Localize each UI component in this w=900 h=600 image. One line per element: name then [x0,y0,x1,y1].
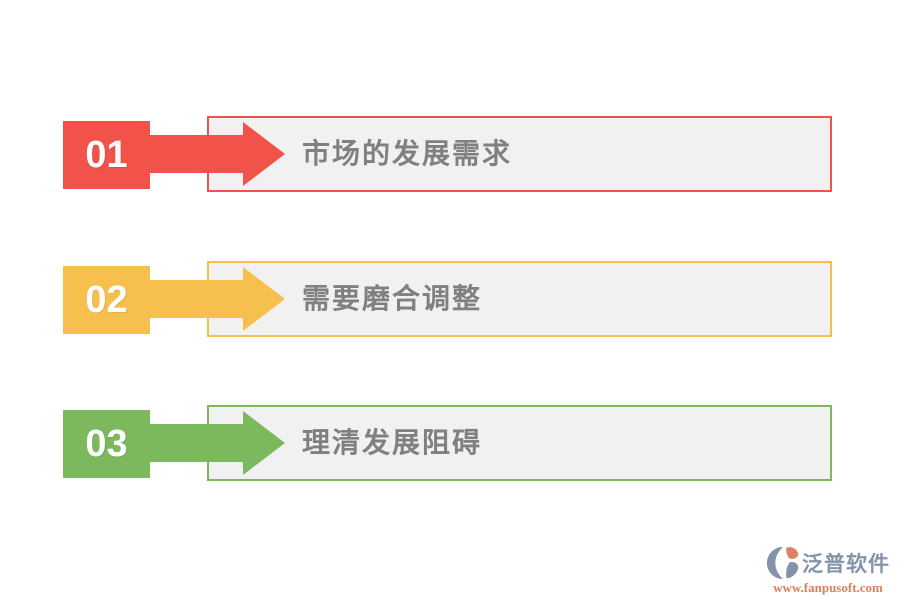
step-row-2: 需要磨合调整 02 [0,261,900,337]
step-row-1: 市场的发展需求 01 [0,116,900,192]
arrow-right-icon [150,267,285,331]
step-box-1: 市场的发展需求 [207,116,832,192]
step-number-3: 03 [85,422,128,465]
brand-watermark: 泛普软件 www.fanpusoft.com [758,546,898,596]
brand-url: www.fanpusoft.com [773,580,883,595]
step-number-badge-3: 03 [63,410,150,478]
fanpu-logo-icon [766,546,799,580]
step-row-3: 理清发展阻碍 03 [0,405,900,481]
step-number-badge-2: 02 [63,266,150,334]
step-number-1: 01 [85,133,128,176]
brand-name: 泛普软件 [802,553,890,576]
step-label-3: 理清发展阻碍 [302,427,483,458]
step-number-badge-1: 01 [63,121,150,189]
step-box-2: 需要磨合调整 [207,261,832,337]
arrow-right-icon [150,411,285,475]
step-number-2: 02 [85,278,128,321]
step-label-2: 需要磨合调整 [302,283,483,314]
arrow-right-icon [150,122,285,186]
step-label-1: 市场的发展需求 [302,138,513,169]
step-box-3: 理清发展阻碍 [207,405,832,481]
